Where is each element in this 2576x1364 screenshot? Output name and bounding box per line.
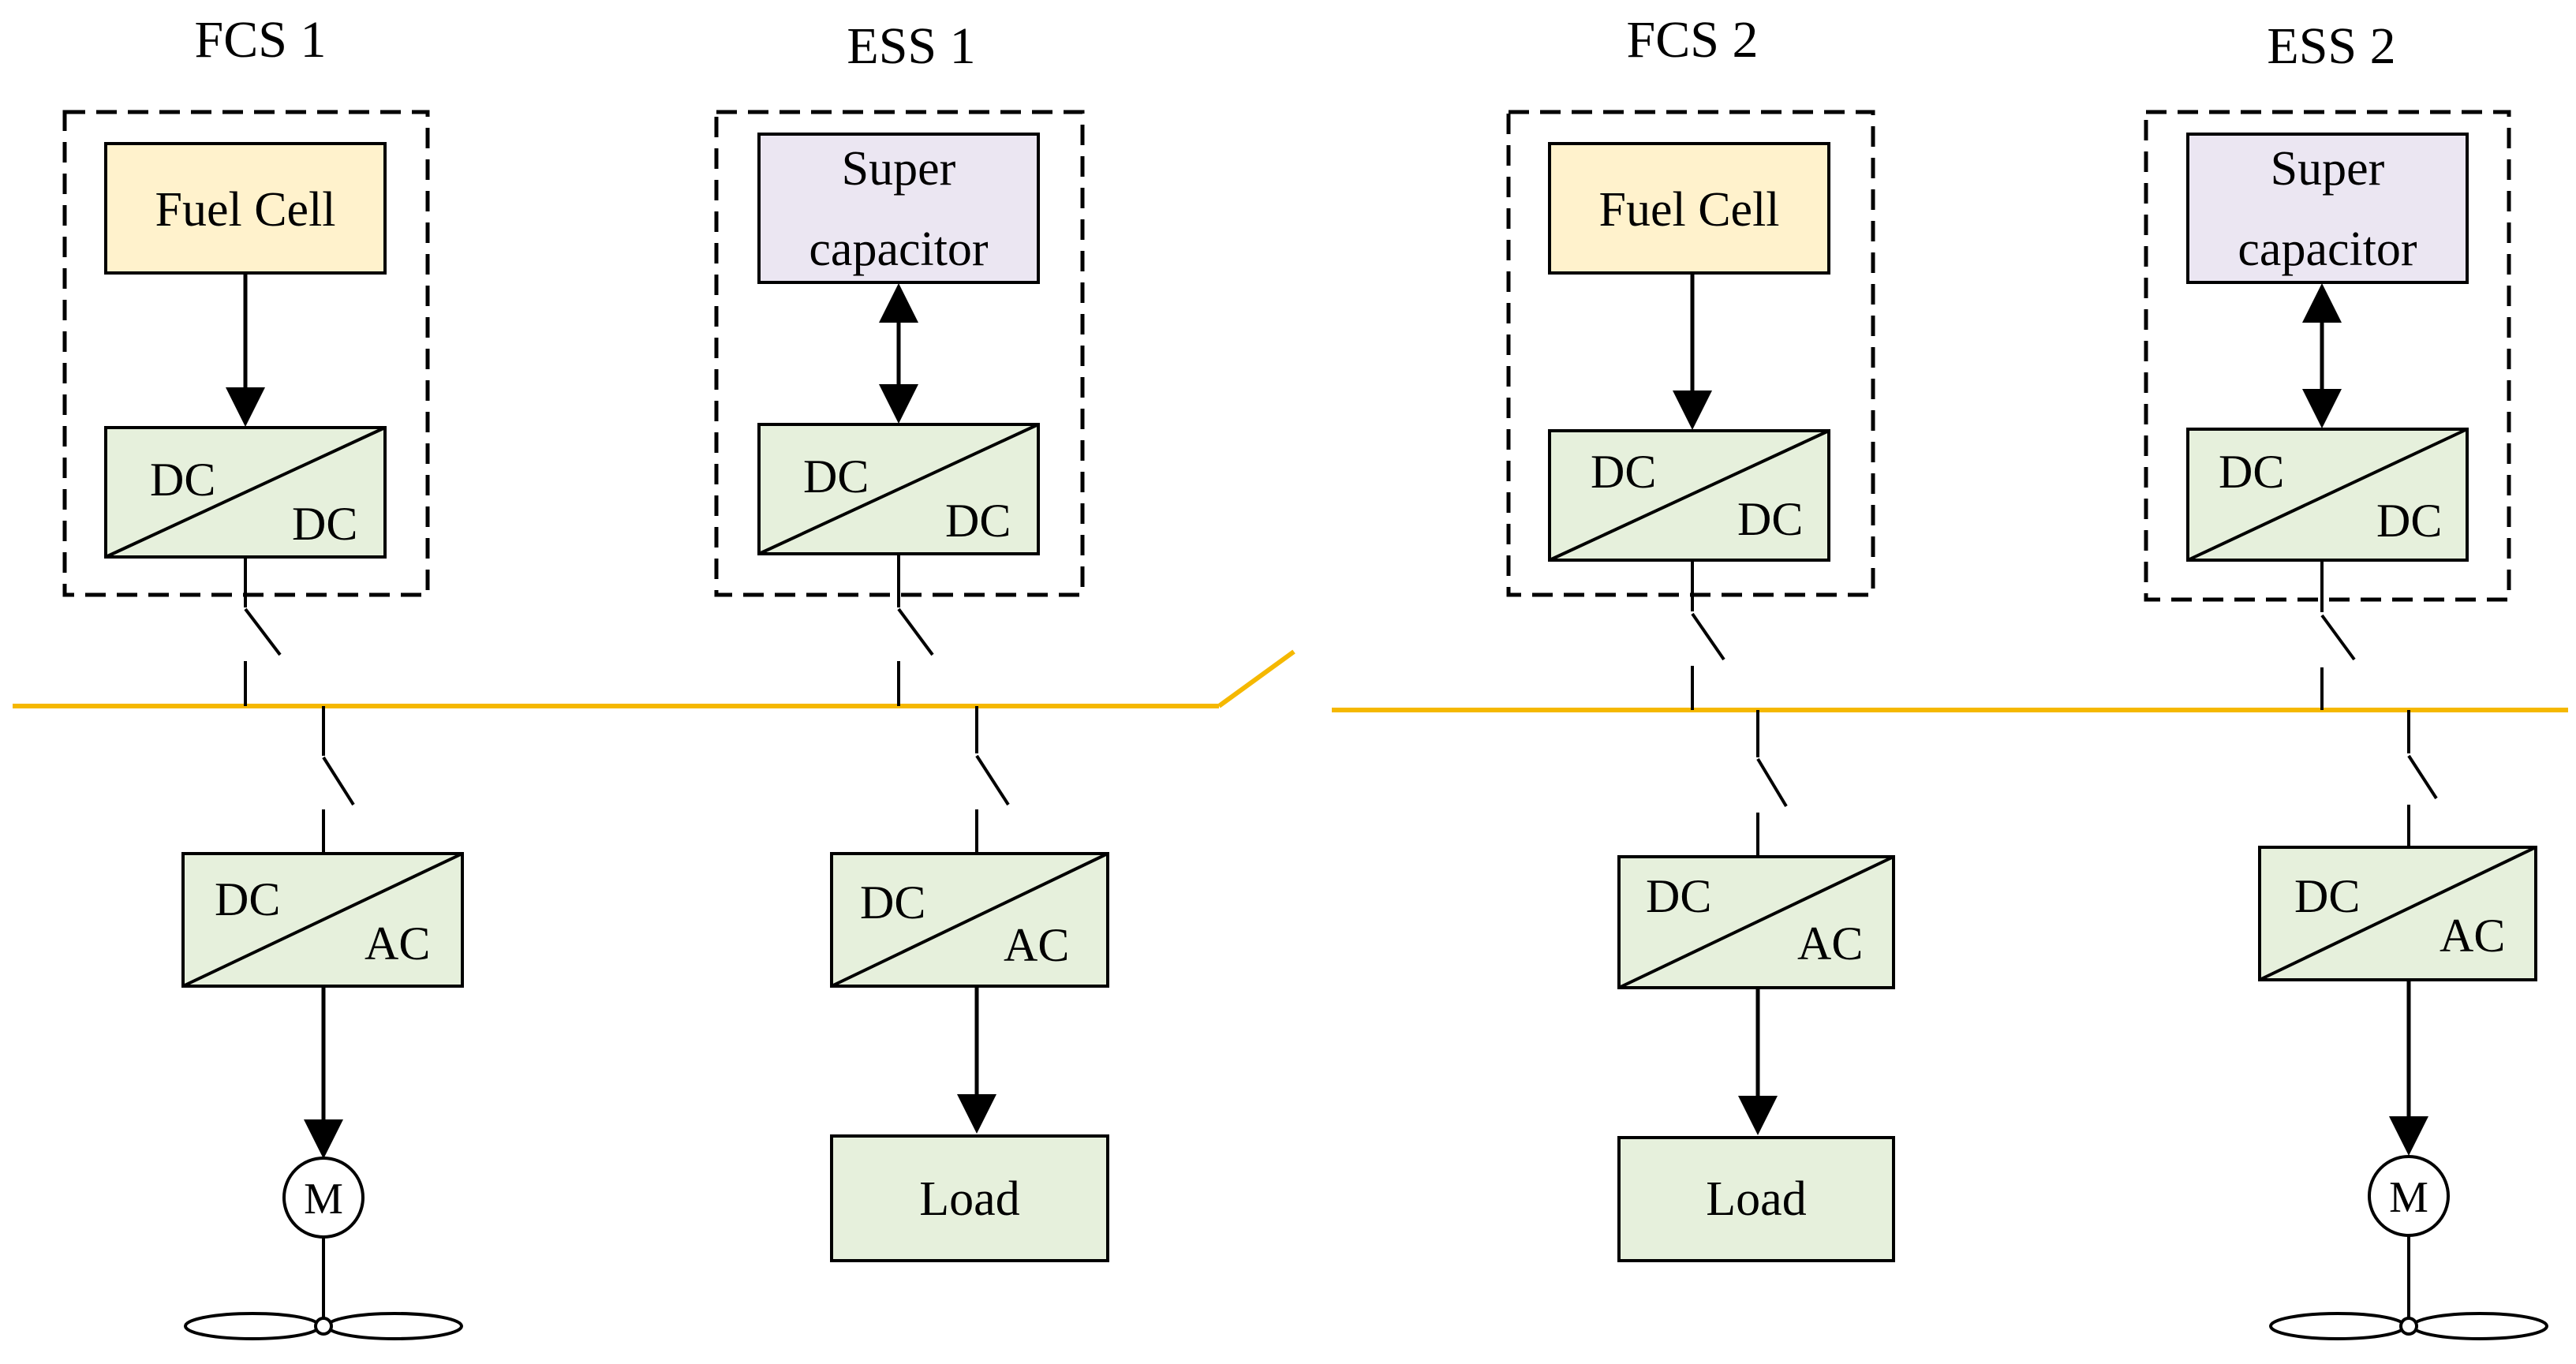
load-label: Load (1706, 1172, 1806, 1226)
fuel-cell-box: Fuel Cell (104, 142, 387, 275)
section-fcs-2: FCS 2 Fuel Cell DC DC DC AC (1506, 11, 1895, 1262)
section-ess-1: ESS 1 Super capacitor DC DC DC A (714, 17, 1109, 1262)
load-box: Load (830, 1134, 1109, 1262)
converter-output-label: DC (945, 495, 1011, 547)
supercapacitor-label-line1: Super (842, 142, 956, 196)
motor-label: M (2389, 1173, 2428, 1222)
section-ess-2: ESS 2 Super capacitor DC DC DC A (2144, 17, 2548, 1340)
dc-dc-converter: DC DC (1548, 429, 1830, 562)
converter-input-label: DC (215, 873, 280, 925)
load-box: Load (1617, 1136, 1895, 1262)
supercapacitor-label-line2: capacitor (2238, 222, 2417, 276)
propeller-icon (184, 1237, 463, 1340)
fuel-cell-label: Fuel Cell (1598, 183, 1779, 237)
converter-output-label: AC (2440, 910, 2505, 962)
switch-icon (1691, 560, 1725, 710)
section-title: FCS 2 (1627, 11, 1759, 69)
converter-input-label: DC (2294, 870, 2360, 922)
supercapacitor-label-line2: capacitor (809, 222, 989, 276)
bus-tie-switch-icon (1217, 649, 1295, 708)
dc-dc-converter: DC DC (757, 423, 1040, 555)
motor-icon: M (282, 1157, 365, 1239)
converter-output-label: AC (365, 917, 430, 970)
motor-icon: M (2368, 1155, 2450, 1237)
switch-icon (244, 557, 282, 706)
fuel-cell-label: Fuel Cell (155, 183, 335, 237)
converter-output-label: AC (1004, 919, 1069, 971)
dc-ac-converter: DC AC (2258, 846, 2537, 981)
switch-icon (2407, 710, 2438, 847)
propeller-icon (2269, 1235, 2548, 1340)
switch-icon (1756, 710, 1788, 857)
dc-ac-converter: DC AC (830, 852, 1109, 988)
section-title: FCS 1 (195, 11, 327, 69)
converter-output-label: DC (292, 498, 357, 550)
converter-input-label: DC (2219, 446, 2284, 498)
dc-ac-converter: DC AC (1617, 855, 1895, 989)
section-fcs-1: FCS 1 Fuel Cell DC DC DC AC (62, 11, 464, 1340)
dc-dc-converter: DC DC (2186, 428, 2469, 562)
converter-input-label: DC (150, 454, 215, 506)
switch-icon (975, 706, 1010, 854)
converter-output-label: AC (1797, 917, 1863, 970)
dashed-enclosure (2144, 110, 2511, 602)
section-title: ESS 2 (2267, 17, 2395, 75)
fuel-cell-box: Fuel Cell (1548, 142, 1830, 275)
motor-label: M (304, 1175, 343, 1224)
converter-input-label: DC (1646, 870, 1711, 922)
switch-icon (2320, 560, 2356, 710)
load-label: Load (919, 1172, 1019, 1226)
converter-output-label: DC (1737, 493, 1803, 545)
supercapacitor-box: Super capacitor (2186, 133, 2469, 284)
section-title: ESS 1 (847, 17, 975, 75)
converter-input-label: DC (1591, 446, 1656, 498)
switch-icon (322, 706, 355, 854)
converter-input-label: DC (860, 876, 925, 929)
dashed-enclosure (714, 110, 1085, 597)
switch-icon (897, 554, 934, 706)
supercapacitor-box: Super capacitor (757, 133, 1040, 284)
supercapacitor-label-line1: Super (2271, 142, 2385, 196)
converter-input-label: DC (803, 450, 869, 503)
dc-dc-converter: DC DC (104, 426, 387, 559)
dc-ac-converter: DC AC (181, 852, 464, 988)
converter-output-label: DC (2376, 495, 2442, 547)
